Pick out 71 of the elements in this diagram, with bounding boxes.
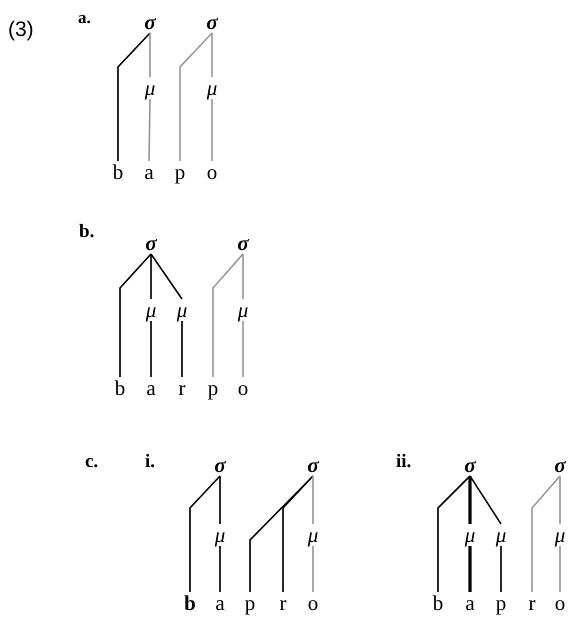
example-label: c.: [85, 452, 98, 472]
syllable-symbol: σ: [234, 232, 252, 254]
syllable-symbol: σ: [203, 11, 221, 33]
mora-symbol: μ: [304, 524, 322, 546]
association-line: [179, 32, 213, 161]
association-line: [531, 475, 561, 592]
association-line: [468, 546, 472, 592]
association-line: [282, 475, 314, 592]
segment-letter: b: [429, 592, 447, 614]
example-label: ii.: [396, 452, 412, 472]
segment-letter: o: [304, 592, 322, 614]
association-line: [150, 254, 152, 299]
mora-symbol: μ: [142, 299, 160, 321]
segment-letter: p: [171, 161, 189, 183]
mora-symbol: μ: [211, 524, 229, 546]
association-line: [150, 254, 183, 300]
segment-letter: o: [551, 592, 569, 614]
association-line: [468, 476, 472, 524]
segment-letter: r: [274, 592, 292, 614]
segment-letter: a: [461, 592, 479, 614]
syllable-symbol: σ: [142, 232, 160, 254]
association-line: [437, 475, 471, 592]
mora-symbol: μ: [461, 524, 479, 546]
mora-symbol: μ: [234, 299, 252, 321]
mora-symbol: μ: [203, 77, 221, 99]
association-line: [312, 476, 314, 524]
association-line: [148, 98, 151, 162]
example-label: (3): [8, 20, 34, 40]
segment-letter: a: [211, 592, 229, 614]
segment-letter: a: [140, 161, 158, 183]
association-line: [312, 546, 314, 592]
segment-letter: r: [523, 592, 541, 614]
segment-letter: r: [173, 377, 191, 399]
association-line: [219, 476, 221, 524]
association-line: [149, 33, 151, 77]
association-line: [212, 253, 244, 377]
mora-symbol: μ: [492, 524, 510, 546]
association-line: [150, 321, 152, 377]
segment-letter: a: [142, 377, 160, 399]
syllable-symbol: σ: [461, 454, 479, 476]
syllable-symbol: σ: [304, 454, 322, 476]
association-line: [500, 546, 502, 592]
example-label: a.: [78, 8, 91, 28]
association-line: [119, 253, 152, 377]
syllable-symbol: σ: [211, 454, 229, 476]
association-line: [559, 476, 561, 524]
segment-letter: p: [492, 592, 510, 614]
association-line: [189, 475, 221, 592]
segment-letter: b: [111, 377, 129, 399]
segment-letter: b: [181, 592, 199, 614]
segment-letter: p: [204, 377, 222, 399]
association-line: [219, 546, 221, 592]
segment-letter: o: [203, 161, 221, 183]
association-line: [242, 321, 244, 377]
segment-letter: o: [234, 377, 252, 399]
association-line: [469, 476, 502, 524]
syllable-symbol: σ: [551, 454, 569, 476]
segment-letter: b: [109, 161, 127, 183]
association-line: [242, 254, 244, 299]
association-line: [559, 546, 561, 592]
association-line: [211, 33, 213, 77]
example-label: i.: [145, 452, 156, 472]
association-line: [117, 32, 151, 161]
syllable-symbol: σ: [141, 11, 159, 33]
mora-symbol: μ: [551, 524, 569, 546]
association-line: [181, 321, 183, 377]
mora-symbol: μ: [141, 77, 159, 99]
association-line: [211, 99, 213, 161]
segment-letter: p: [241, 592, 259, 614]
mora-symbol: μ: [173, 299, 191, 321]
example-label: b.: [79, 222, 94, 242]
